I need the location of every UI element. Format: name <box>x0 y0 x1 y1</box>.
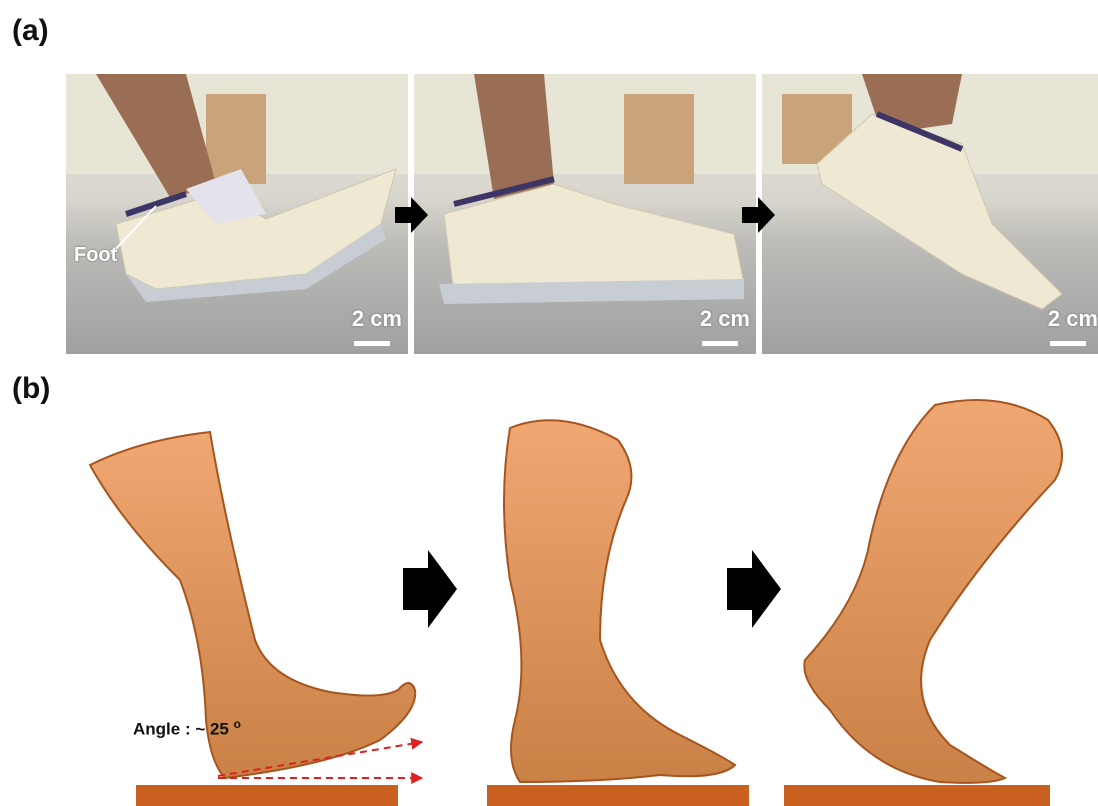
angle-degree: o <box>234 717 241 731</box>
scale-label: 2 cm <box>700 306 750 332</box>
ground-bar-3 <box>784 785 1050 806</box>
foot-shape-3 <box>804 400 1062 783</box>
angle-annotation: Angle : ~ 25 o <box>133 717 241 740</box>
scale-bar <box>1050 341 1086 346</box>
right-arrow-icon <box>727 550 781 628</box>
right-arrow-icon <box>742 195 776 235</box>
panel-label-a: (a) <box>12 14 49 48</box>
foot-diagram <box>0 390 1098 806</box>
scale-label: 2 cm <box>1048 306 1098 332</box>
photo-step-1: Foot 2 cm <box>66 74 408 354</box>
angle-text: Angle : ~ 25 <box>133 720 229 739</box>
right-arrow-icon <box>395 195 429 235</box>
photo-step-2: 2 cm <box>414 74 756 354</box>
scale-bar <box>354 341 390 346</box>
right-arrow-icon <box>403 550 457 628</box>
photo-step-3: 2 cm <box>762 74 1098 354</box>
scale-label: 2 cm <box>352 306 402 332</box>
scale-bar <box>702 341 738 346</box>
ground-bar-1 <box>136 785 398 806</box>
foot-callout: Foot <box>74 244 117 267</box>
ground-bar-2 <box>487 785 749 806</box>
foot-shape-2 <box>504 420 735 782</box>
